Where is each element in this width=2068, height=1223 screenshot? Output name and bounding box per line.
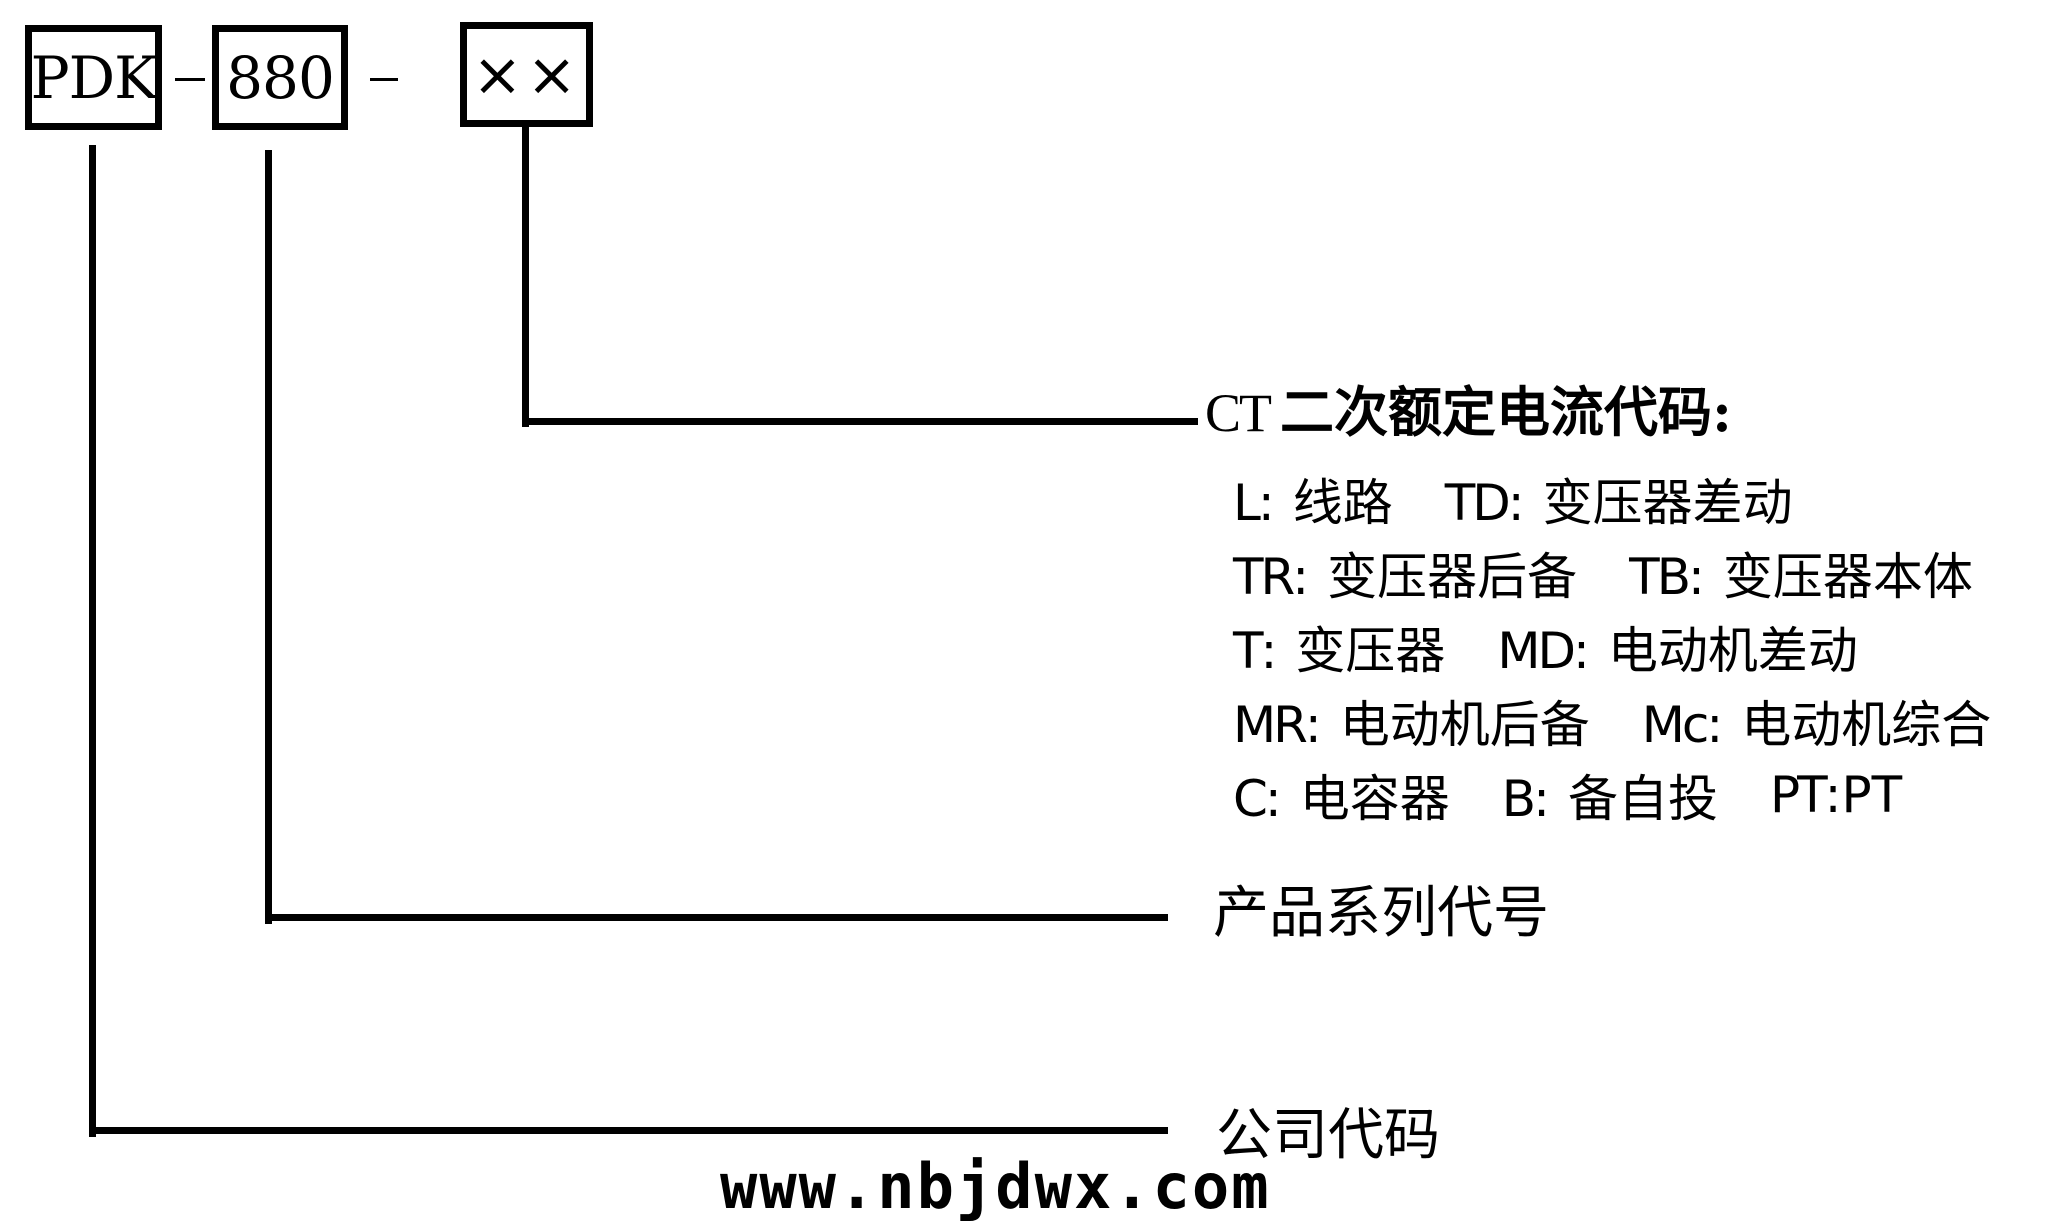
company-code-box: PDK: [25, 25, 162, 130]
legend-item: C: 电容器: [1233, 759, 1450, 831]
company-code-label: 公司代码: [1216, 1103, 1440, 1168]
series-connector-vertical: [265, 150, 272, 924]
legend-separator: :: [1292, 548, 1310, 606]
separator-dash-2: [370, 78, 398, 81]
legend-item: T: 变压器: [1233, 611, 1445, 683]
ct-code-text: ××: [472, 39, 581, 110]
series-code-label: 产品系列代号: [1213, 881, 1549, 946]
legend-description: PT: [1841, 766, 1903, 824]
ct-code-legend: L: 线路 TD: 变压器差动 TR: 变压器后备 TB: 变压器本体 T: 变压器 MD…: [1233, 462, 2043, 832]
legend-row: T: 变压器 MD: 电动机差动: [1233, 610, 2043, 684]
legend-code: TD: [1444, 474, 1511, 532]
legend-item: TR: 变压器后备: [1233, 537, 1577, 609]
legend-separator: :: [1688, 548, 1705, 606]
ct-connector-horizontal: [522, 418, 1198, 425]
legend-code: PT: [1769, 766, 1828, 824]
legend-row: C:电容器 B:备自投 PT:PT: [1233, 758, 2043, 832]
legend-item: TD: 变压器差动: [1445, 463, 1793, 535]
legend-separator: :: [1706, 696, 1724, 754]
legend-description: 线路: [1292, 474, 1393, 532]
legend-separator: :: [1260, 622, 1278, 680]
company-code-text: PDK: [30, 43, 158, 112]
legend-description: 电动机综合: [1741, 696, 1992, 754]
ct-title-prefix: CT: [1205, 383, 1272, 443]
legend-description: 电容器: [1299, 770, 1450, 828]
company-connector-vertical: [89, 145, 96, 1137]
legend-item: TB: 变压器本体: [1629, 537, 1973, 609]
legend-item: MR: 电动机后备: [1233, 685, 1590, 757]
legend-description: 变压器后备: [1327, 548, 1578, 606]
legend-code: MR: [1233, 696, 1308, 754]
legend-code: T: [1233, 622, 1263, 680]
legend-code: TB: [1629, 548, 1691, 606]
legend-separator: :: [1264, 770, 1282, 828]
ct-connector-vertical: [522, 127, 529, 427]
legend-code: MD: [1497, 622, 1576, 680]
legend-item: Mc: 电动机综合: [1642, 685, 1992, 757]
series-code-box: 880: [212, 25, 348, 130]
legend-code: C: [1233, 770, 1268, 828]
legend-separator: :: [1507, 474, 1525, 532]
legend-separator: :: [1304, 696, 1322, 754]
ct-title-text: 二次额定电流代码:: [1280, 380, 1732, 444]
series-code-text: 880: [226, 43, 335, 112]
legend-code: Mc: [1641, 696, 1710, 754]
legend-row: MR: 电动机后备 Mc: 电动机综合: [1233, 684, 2043, 758]
legend-separator: :: [1533, 770, 1550, 828]
legend-description: 变压器本体: [1722, 548, 1973, 606]
legend-item: MD: 电动机差动: [1497, 611, 1858, 683]
legend-description: 变压器差动: [1542, 474, 1793, 532]
website-watermark: www.nbjdwx.com: [720, 1150, 1271, 1223]
legend-item: L: 线路: [1233, 463, 1393, 535]
ct-code-box: ××: [460, 22, 593, 127]
legend-description: 电动机后备: [1339, 696, 1590, 754]
legend-row: TR: 变压器后备 TB: 变压器本体: [1233, 536, 2043, 610]
legend-item: PT:PT: [1770, 766, 1902, 824]
legend-row: L: 线路 TD: 变压器差动: [1233, 462, 2043, 536]
legend-separator: :: [1824, 766, 1842, 824]
legend-code: B: [1501, 770, 1536, 828]
company-connector-horizontal: [89, 1127, 1168, 1134]
legend-code: TR: [1233, 548, 1295, 606]
legend-separator: :: [1573, 622, 1590, 680]
legend-code: L: [1233, 474, 1261, 532]
legend-item: B: 备自投: [1502, 759, 1718, 831]
legend-description: 备自投: [1567, 770, 1718, 828]
legend-separator: :: [1257, 474, 1275, 532]
legend-description: 电动机差动: [1607, 622, 1858, 680]
separator-dash-1: [175, 78, 205, 81]
series-connector-horizontal: [265, 914, 1168, 921]
legend-description: 变压器: [1295, 622, 1446, 680]
